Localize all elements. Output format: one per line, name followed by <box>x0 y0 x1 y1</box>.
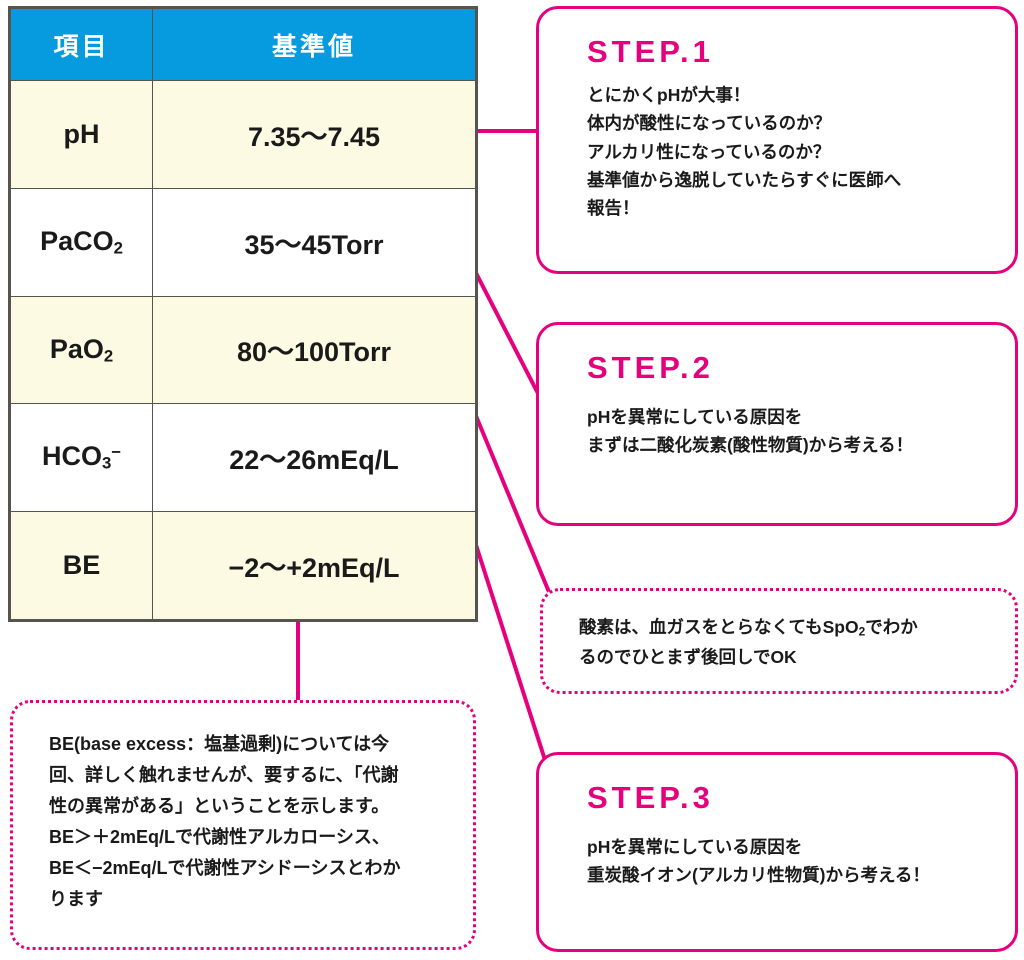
table-cell-item: pH <box>10 80 153 189</box>
oxygen-note-body: 酸素は、血ガスをとらなくてもSpO2でわかるのでひとまず後回しでOK <box>579 617 918 667</box>
table-header-item: 項目 <box>10 8 153 81</box>
table-row: HCO3−22〜26mEq/L <box>10 403 476 513</box>
table-cell-value: −2〜+2mEq/L <box>152 511 476 620</box>
table-cell-item: BE <box>10 511 153 620</box>
step3-title: STEP.3 <box>587 780 714 815</box>
table-cell-item: PaCO2 <box>10 187 153 297</box>
table-cell-item: PaO2 <box>10 295 153 405</box>
step2-body: pHを異常にしている原因を まずは二酸化炭素(酸性物質)から考える！ <box>587 407 914 456</box>
table-row: BE−2〜+2mEq/L <box>10 511 476 620</box>
callout-oxygen-note: 酸素は、血ガスをとらなくてもSpO2でわかるのでひとまず後回しでOK <box>540 588 1018 694</box>
callout-be-note: BE(base excess：塩基過剰)については今 回、詳しく触れませんが、要… <box>10 700 476 950</box>
table-cell-value: 35〜45Torr <box>152 187 476 297</box>
table-cell-value: 7.35〜7.45 <box>152 80 476 189</box>
step1-title: STEP.1 <box>587 34 714 69</box>
step1-body: とにかくpHが大事！ 体内が酸性になっているのか？ アルカリ性になっているのか？… <box>587 85 902 219</box>
table-header-value: 基準値 <box>152 8 476 81</box>
table-header-row: 項目 基準値 <box>10 8 476 81</box>
callout-step2: STEP.2 pHを異常にしている原因を まずは二酸化炭素(酸性物質)から考える… <box>536 322 1018 526</box>
callout-step3: STEP.3 pHを異常にしている原因を 重炭酸イオン(アルカリ性物質)から考え… <box>536 752 1018 952</box>
callout-step1: STEP.1 とにかくpHが大事！ 体内が酸性になっているのか？ アルカリ性にな… <box>536 6 1018 274</box>
be-note-body: BE(base excess：塩基過剰)については今 回、詳しく触れませんが、要… <box>49 734 401 909</box>
step2-title: STEP.2 <box>587 350 714 385</box>
table-cell-item: HCO3− <box>10 403 153 513</box>
table-cell-value: 22〜26mEq/L <box>152 403 476 513</box>
table-cell-value: 80〜100Torr <box>152 295 476 405</box>
step3-body: pHを異常にしている原因を 重炭酸イオン(アルカリ性物質)から考える！ <box>587 837 930 886</box>
